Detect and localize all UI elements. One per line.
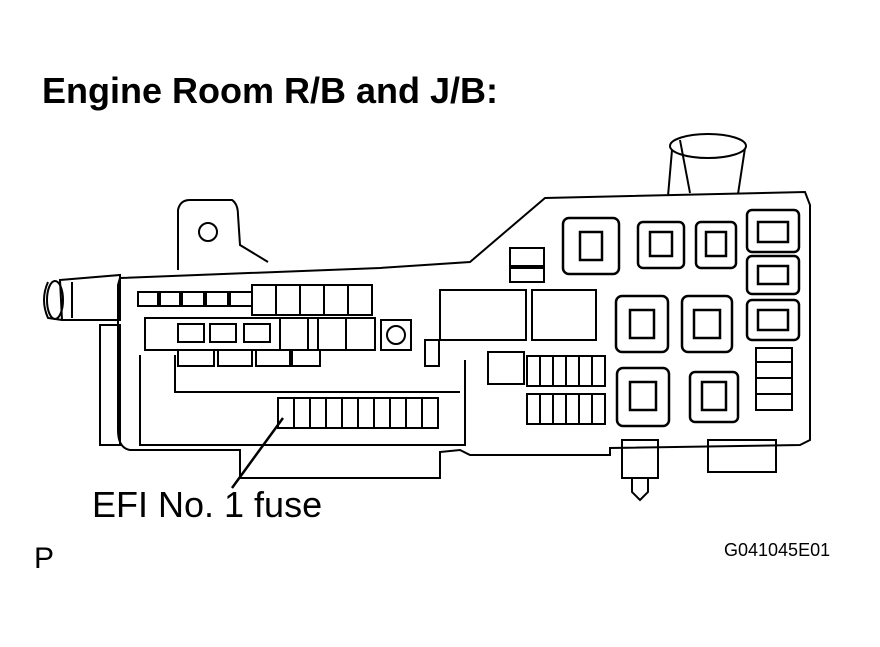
filler-neck (667, 133, 747, 197)
mini-fuse-grid (487, 351, 606, 425)
lower-housing (99, 324, 121, 446)
right-fuse-column (755, 347, 793, 411)
callout-leader (230, 417, 285, 489)
corner-mark: P (34, 542, 55, 575)
figure-id: G041045E01 (724, 540, 831, 560)
maxi-fuse-block (144, 317, 376, 367)
efi-fuse-callout-label: EFI No. 1 fuse (92, 484, 323, 525)
top-fuse-row (137, 284, 373, 316)
bottom-connector (621, 439, 777, 502)
mounting-tab (177, 199, 269, 270)
stud-terminal (380, 319, 412, 351)
relay-sockets (561, 208, 801, 428)
left-tube (43, 273, 121, 321)
center-modules (439, 247, 597, 341)
diagram-title: Engine Room R/B and J/B: (42, 70, 499, 111)
efi-fuse-strip (277, 397, 439, 429)
